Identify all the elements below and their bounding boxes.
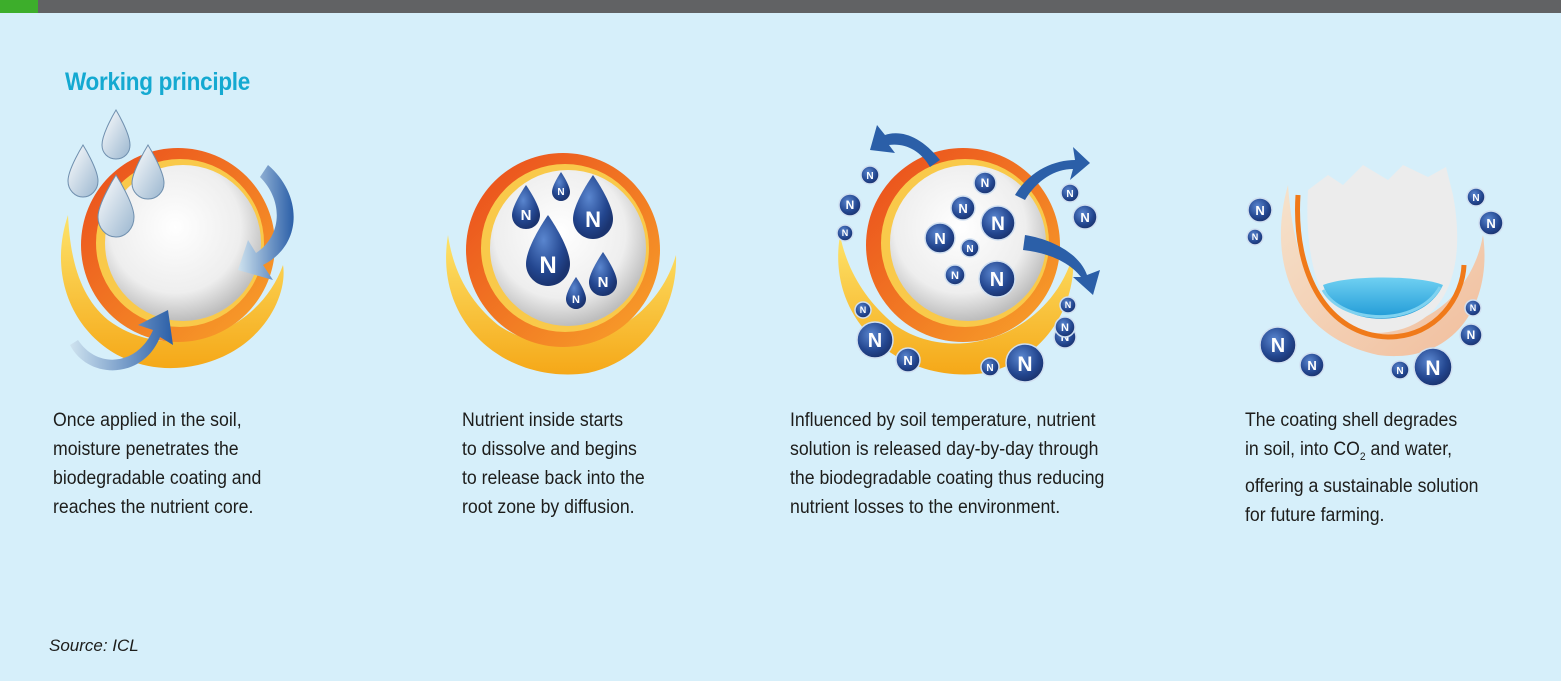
water-droplets-entering-granule-icon — [60, 109, 294, 371]
nitrogen-released-from-granule-icon: N N N N N N N N N N N N N N N N N N N N — [836, 125, 1100, 383]
illustration-step-1 — [28, 105, 318, 395]
svg-text:N: N — [1470, 303, 1477, 313]
nitrogen-drops: N N N N N N — [512, 172, 617, 309]
svg-text:N: N — [598, 274, 609, 291]
svg-text:N: N — [846, 198, 855, 212]
svg-text:N: N — [1255, 203, 1264, 218]
svg-text:N: N — [1396, 366, 1403, 377]
caption-step-1: Once applied in the soil, moisture penet… — [53, 410, 262, 518]
caption-line-co2: in soil, into CO2 and water, — [1245, 439, 1453, 463]
svg-text:N: N — [1307, 358, 1316, 373]
svg-text:N: N — [1065, 300, 1072, 310]
degraded-coating-shell-icon: N N N N N N N N N N — [1246, 165, 1504, 387]
source-note: Source: ICL — [49, 636, 139, 655]
nitrogen-particles: N N N N N N N N N N N N N N N N N N N N — [836, 165, 1098, 383]
svg-text:N: N — [991, 214, 1005, 235]
svg-text:N: N — [521, 207, 532, 224]
svg-text:N: N — [585, 207, 601, 232]
svg-text:N: N — [860, 305, 867, 315]
svg-text:N: N — [1486, 216, 1495, 231]
title-bar — [0, 0, 1561, 13]
svg-text:N: N — [572, 294, 580, 306]
svg-text:N: N — [842, 228, 849, 238]
svg-text:N: N — [1080, 210, 1089, 225]
caption-step-4: The coating shell degrades in soil, into… — [1245, 410, 1479, 526]
svg-text:N: N — [866, 171, 873, 182]
svg-text:N: N — [1061, 322, 1069, 334]
nitrogen-particles: N N N N N N N N N N — [1246, 187, 1504, 387]
caption-step-3: Influenced by soil temperature, nutrient… — [790, 410, 1105, 518]
title-bar-accent — [0, 0, 38, 13]
svg-text:N: N — [539, 252, 556, 279]
svg-text:N: N — [557, 187, 564, 198]
svg-text:N: N — [1467, 328, 1476, 342]
svg-text:N: N — [868, 330, 882, 352]
svg-text:N: N — [1271, 335, 1285, 357]
svg-text:N: N — [1017, 353, 1032, 376]
svg-text:N: N — [990, 269, 1004, 291]
svg-text:N: N — [1425, 357, 1440, 380]
illustration-step-4: N N N N N N N N N N — [1228, 105, 1518, 395]
svg-text:N: N — [958, 201, 967, 216]
svg-text:N: N — [903, 353, 912, 368]
svg-text:N: N — [986, 363, 993, 374]
caption-step-2: Nutrient inside starts to dissolve and b… — [462, 410, 645, 518]
svg-text:N: N — [1472, 193, 1479, 204]
section-title: Working principle — [65, 68, 251, 96]
svg-text:N: N — [951, 270, 959, 282]
illustration-step-3: N N N N N N N N N N N N N N N N N N N N — [815, 105, 1105, 395]
svg-text:N: N — [934, 231, 946, 248]
svg-text:N: N — [1252, 232, 1259, 242]
nitrogen-dissolving-in-granule-icon: N N N N N N — [446, 153, 677, 375]
illustration-step-2: N N N N N N — [418, 105, 708, 395]
svg-text:N: N — [1066, 189, 1073, 200]
svg-text:N: N — [966, 244, 973, 255]
svg-text:N: N — [981, 176, 990, 190]
